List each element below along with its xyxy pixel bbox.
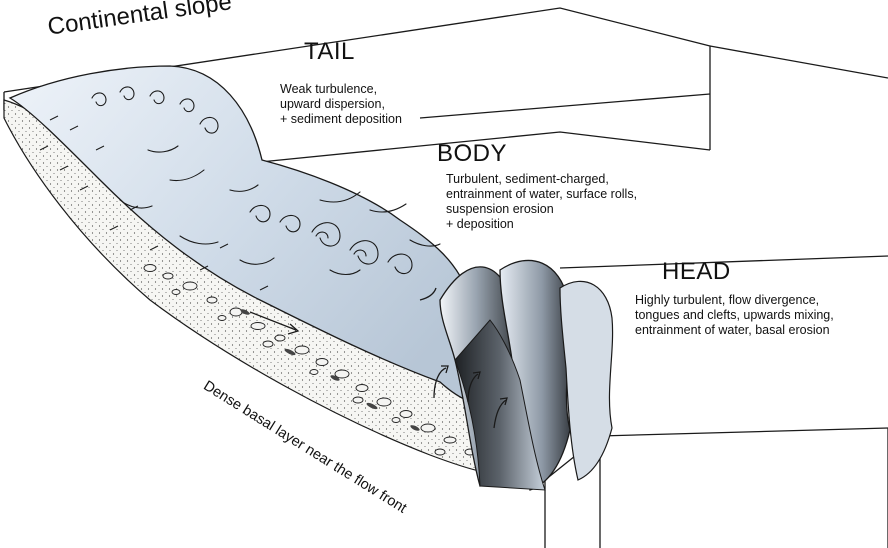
- tail-title: TAIL: [304, 38, 355, 66]
- head-title: HEAD: [662, 258, 731, 286]
- head-description: Highly turbulent, flow divergence, tongu…: [635, 293, 834, 338]
- tail-description: Weak turbulence, upward dispersion, + se…: [280, 82, 402, 127]
- flow-head-lobe-3: [560, 281, 613, 480]
- body-description: Turbulent, sediment-charged, entrainment…: [446, 172, 637, 232]
- body-title: BODY: [437, 140, 507, 168]
